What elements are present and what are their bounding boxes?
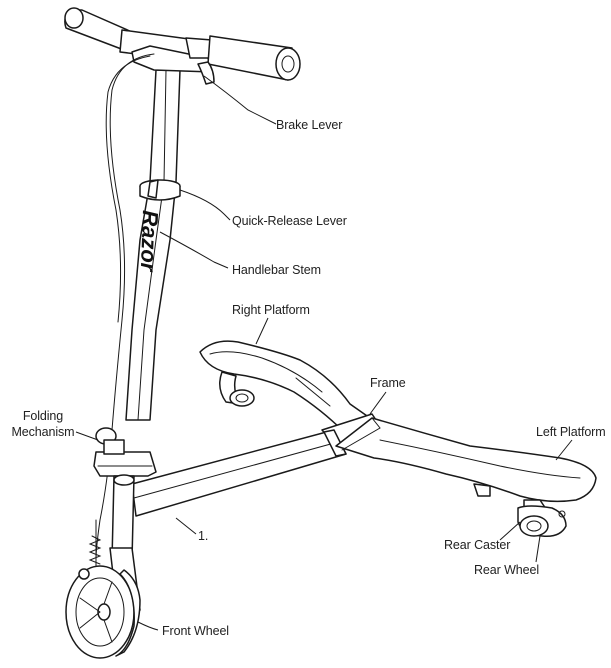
right-platform-leader [255,317,269,345]
frame-arm [131,429,347,517]
brake-lever-leader [203,75,277,125]
folding-mechanism-label-line1: Folding [22,409,64,423]
right-platform-label: Right Platform [232,303,310,317]
rear-left-caster-assembly [219,371,255,407]
quick-release-lever-leader [179,189,231,221]
rear-caster-and-wheel [517,499,567,538]
rear-caster-label: Rear Caster [444,538,511,552]
brake-lever-label: Brake Lever [276,118,343,132]
front-wheel-leader [137,621,159,631]
callout-1-label: 1. [198,529,209,543]
rear-caster-back [473,483,491,497]
folding-mechanism [93,427,157,477]
rear-caster-leader [499,521,521,541]
right-platform [199,340,371,433]
front-wheel-label: Front Wheel [162,624,229,638]
quick-release-clamp [139,179,181,201]
left-platform [335,417,597,503]
quick-release-lever-label: Quick-Release Lever [232,214,347,228]
folding-mechanism-label-line2: Mechanism [11,425,75,439]
handlebar-stem-label: Handlebar Stem [232,263,321,277]
handlebar [64,7,301,85]
handlebar-stem [125,69,181,421]
handlebar-stem-leader [159,231,229,269]
rear-wheel-label: Rear Wheel [474,563,539,577]
razor-logo: Razor [136,210,163,273]
left-platform-label: Left Platform [536,425,606,439]
brake-cable [95,53,155,561]
folding-mechanism-leader [75,431,99,441]
callout-1-leader [175,517,197,535]
frame-leader [369,391,387,415]
frame-label: Frame [370,376,406,390]
front-wheel [65,565,141,659]
rear-wheel-leader [535,535,541,563]
left-platform-leader [555,439,573,461]
